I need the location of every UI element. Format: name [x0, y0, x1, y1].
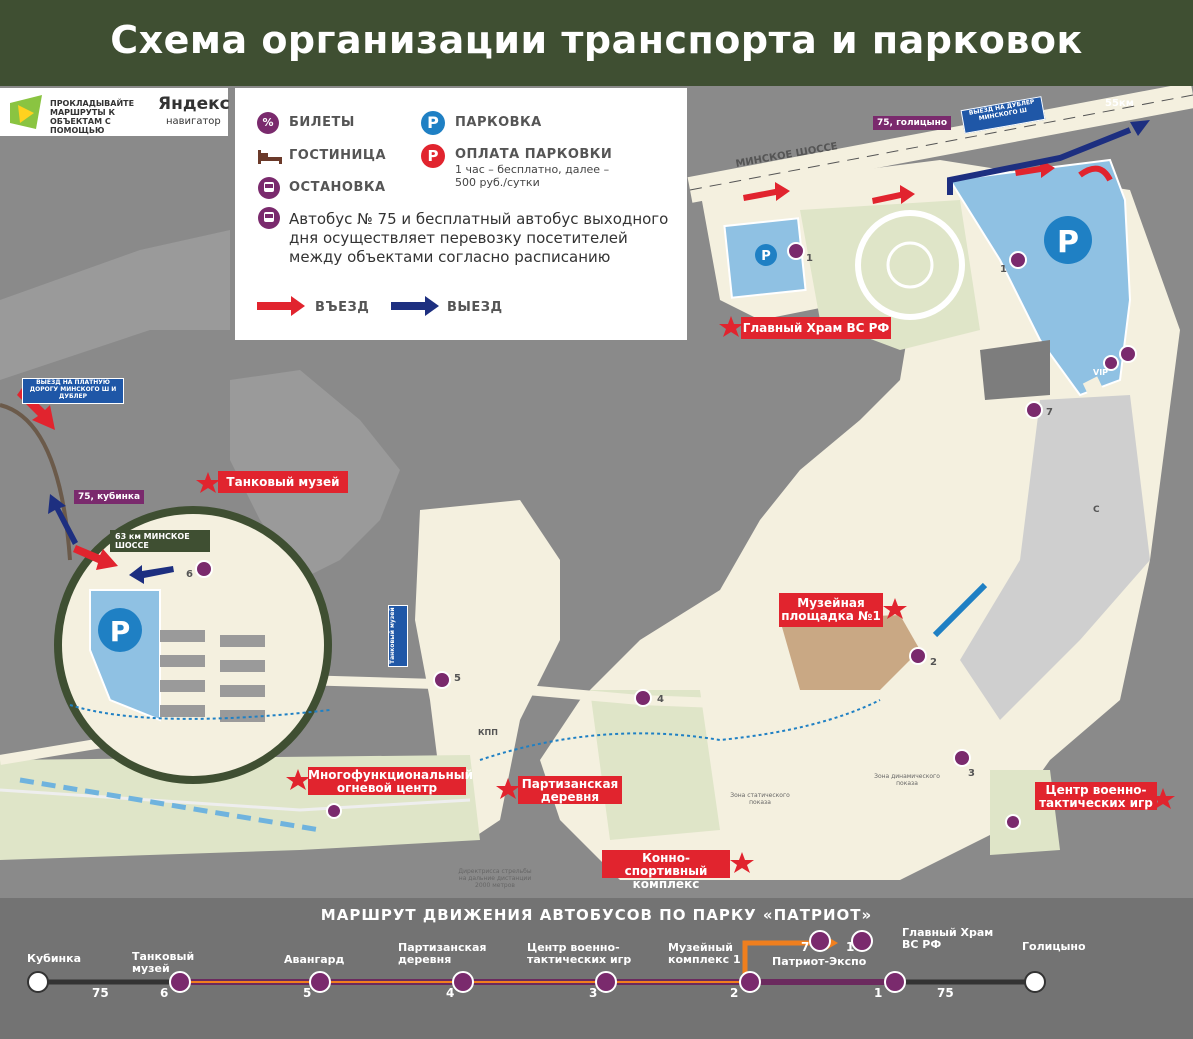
- route-line-left-number: 75: [92, 986, 109, 1000]
- inset-buildings: [160, 630, 265, 722]
- exit-arrows: [48, 120, 1150, 584]
- expo-building: [980, 340, 1050, 400]
- legend: % БИЛЕТЫ ГОСТИНИЦА ОСТАНОВКА Автобус № 7…: [235, 88, 687, 340]
- star-markers: [196, 316, 1175, 873]
- km-label: 55км: [1105, 98, 1134, 109]
- zone-static-label: Зона статического показа: [730, 792, 790, 806]
- route-stop-avangard: Авангард: [284, 953, 345, 966]
- bus-stop-4: [634, 689, 652, 707]
- label-military-games[interactable]: Центр военно-тактических игр: [1035, 782, 1157, 810]
- svg-text:7: 7: [1046, 407, 1053, 418]
- expo-c-label: С: [1093, 505, 1100, 515]
- bus-stop-6: [195, 560, 213, 578]
- zone-dynamic-label: Зона динамического показа: [874, 773, 940, 787]
- museum-area: [780, 615, 920, 690]
- shooting-note: Директрисса стрельбы на дальние дистанци…: [458, 868, 532, 889]
- page-title: Схема организации транспорта и парковок: [110, 18, 1083, 62]
- area-west: [0, 230, 230, 380]
- route-stop-games: Центр военно-тактических игр: [527, 941, 632, 966]
- patriot-expo-area: [960, 395, 1150, 720]
- tag-kubinka: 75, кубинка: [74, 490, 145, 504]
- route-stop-temple: Главный Храм ВС РФ: [902, 926, 994, 951]
- main-parking[interactable]: [948, 158, 1132, 397]
- legend-paid-parking: ОПЛАТА ПАРКОВКИ: [455, 147, 613, 162]
- paid-parking-icon: P: [421, 144, 445, 168]
- bus-stop-3: [953, 749, 971, 767]
- yandex-navigator-icon: [10, 95, 42, 129]
- svg-text:2: 2: [930, 657, 937, 668]
- bus-stop-1: [1009, 251, 1027, 269]
- bus-icon: [258, 207, 280, 229]
- svg-text:1: 1: [806, 253, 813, 264]
- bus-stop-1a: [787, 242, 805, 260]
- label-tank-museum[interactable]: Танковый музей: [218, 471, 348, 493]
- yandex-navigator-banner[interactable]: ПРОКЛАДЫВАЙТЕ МАРШРУТЫ К ОБЪЕКТАМ С ПОМО…: [0, 88, 230, 136]
- bus-stop-7: [1025, 401, 1043, 419]
- svg-text:P: P: [1057, 225, 1079, 260]
- tag-golitsyno: 75, голицыно: [873, 116, 952, 130]
- svg-text:3: 3: [968, 768, 975, 779]
- route-stop-golitsyno: Голицыно: [1022, 940, 1086, 953]
- route-stop-tank-museum: Танковый музей: [132, 950, 195, 975]
- label-fire-center[interactable]: Многофункциональный огневой центр: [308, 767, 474, 795]
- route-stop-kubinka: Кубинка: [27, 952, 82, 965]
- yandex-sub: навигатор: [166, 116, 221, 127]
- svg-text:6: 6: [186, 569, 193, 580]
- legend-bus-text: Автобус № 75 и бесплатный автобус выходн…: [289, 210, 669, 266]
- parking-icon: [98, 608, 142, 652]
- vip-label: VIP: [1093, 368, 1109, 377]
- yandex-text: ПРОКЛАДЫВАЙТЕ МАРШРУТЫ К ОБЪЕКТАМ С ПОМО…: [50, 99, 135, 135]
- legend-parking: ПАРКОВКА: [455, 115, 542, 130]
- exit-arrow-icon: [391, 296, 439, 316]
- bus-route-panel: МАРШРУТ ДВИЖЕНИЯ АВТОБУСОВ ПО ПАРКУ «ПАТ…: [0, 898, 1193, 1039]
- svg-text:P: P: [110, 615, 131, 648]
- legend-exit: ВЫЕЗД: [447, 300, 503, 315]
- label-museum-area[interactable]: Музейная площадка №1: [779, 593, 883, 627]
- yandex-logo: Яндекс: [158, 94, 230, 114]
- legend-stop: ОСТАНОВКА: [289, 180, 386, 195]
- exit-toll-sign: ВЫЕЗД НА ПЛАТНУЮ ДОРОГУ МИНСКОГО Ш И ДУБ…: [22, 378, 124, 404]
- entry-arrow-icon: [257, 296, 305, 316]
- legend-paid-note: 1 час – бесплатно, далее – 500 руб./сутк…: [455, 163, 610, 189]
- parking-icon: [755, 244, 777, 266]
- label-horse[interactable]: Конно-спортивный комплекс: [602, 850, 730, 891]
- route-title: МАРШРУТ ДВИЖЕНИЯ АВТОБУСОВ ПО ПАРКУ «ПАТ…: [320, 906, 873, 924]
- bus-stop-2: [909, 647, 927, 665]
- header: Схема организации транспорта и парковок: [0, 0, 1193, 86]
- legend-tickets: БИЛЕТЫ: [289, 115, 355, 130]
- temple-building: [855, 210, 965, 320]
- horse-area: [590, 690, 720, 840]
- bus-stop-icon: [258, 177, 280, 199]
- svg-text:5: 5: [454, 673, 461, 684]
- legend-entry: ВЪЕЗД: [315, 300, 370, 315]
- legend-hotel: ГОСТИНИЦА: [289, 148, 387, 163]
- route-stop-museum: Музейный комплекс 1: [668, 941, 741, 966]
- parking-icon: [1044, 216, 1092, 264]
- shooting-range: [19, 777, 321, 833]
- svg-text:1: 1: [1000, 264, 1007, 275]
- route-stop-partisan: Партизанская деревня: [398, 941, 487, 966]
- route-line-right-number: 75: [937, 986, 954, 1000]
- route-stop-expo: Патриот-Экспо: [772, 955, 867, 968]
- hotel-icon: [258, 150, 282, 164]
- svg-text:P: P: [761, 249, 771, 264]
- roundabout: [459, 599, 521, 661]
- svg-text:4: 4: [657, 694, 664, 705]
- bus-stop-5: [433, 671, 451, 689]
- kpp-label: КПП: [478, 728, 498, 737]
- label-partisan[interactable]: Партизанская деревня: [518, 776, 622, 804]
- stop-numbers: 1 1 2 3 4 5 6 7: [186, 253, 1053, 779]
- park-area-center: [415, 500, 560, 840]
- route-line: [27, 930, 1046, 993]
- bus-stops[interactable]: [195, 242, 1137, 830]
- parking-legend-icon: P: [421, 111, 445, 135]
- label-temple[interactable]: Главный Храм ВС РФ: [741, 317, 891, 339]
- ticket-icon: %: [257, 112, 279, 134]
- km63-label: 63 км МИНСКОЕ ШОССЕ: [110, 530, 210, 552]
- tank-museum-sign: Танковый музей: [388, 605, 408, 667]
